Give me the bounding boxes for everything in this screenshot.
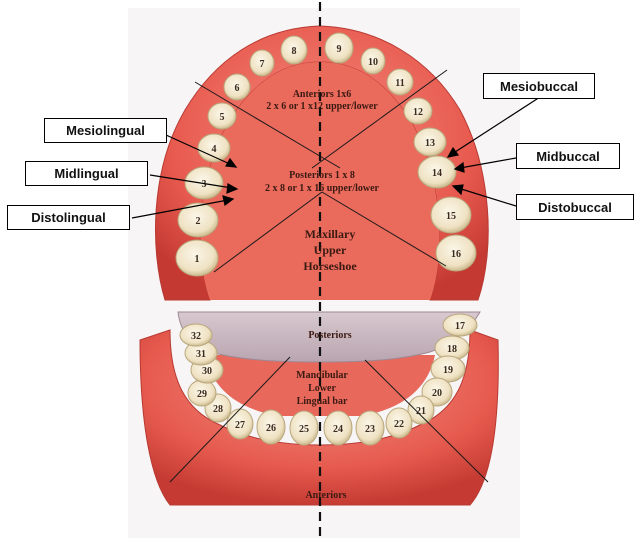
posteriors-upper-line1: Posteriors 1 x 8 [289,170,355,181]
tooth-29: 29 [188,380,216,406]
tooth-8: 8 [281,36,307,64]
tooth-12: 12 [404,98,432,124]
tooth-number: 9 [337,44,342,55]
tooth-number: 12 [413,107,423,118]
tooth-24: 24 [324,411,352,445]
tooth-number: 29 [197,389,207,400]
tooth-number: 20 [432,388,442,399]
tooth-number: 16 [451,249,461,260]
tooth-1: 1 [176,240,218,276]
tooth-number: 22 [394,419,404,430]
midbuccal-callout: Midbuccal [516,143,620,169]
tooth-number: 30 [202,366,212,377]
tooth-number: 6 [235,83,240,94]
tooth-number: 4 [212,144,217,155]
lingual-bar-label: Lingual bar [297,396,348,407]
tooth-5: 5 [208,103,236,129]
tooth-number: 23 [365,424,375,435]
mesiobuccal-callout: Mesiobuccal [483,73,595,99]
anteriors-upper-line2: 2 x 6 or 1 x12 upper/lower [266,101,378,112]
posteriors-lower-label: Posteriors [308,330,351,341]
anteriors-lower-label: Anteriors [305,490,346,501]
tooth-number: 19 [443,365,453,376]
tooth-number: 5 [220,112,225,123]
tooth-15: 15 [431,197,471,233]
tooth-number: 1 [195,254,200,265]
tooth-number: 10 [368,57,378,68]
mandibular-label: Mandibular [296,370,348,381]
posteriors-upper-line2: 2 x 8 or 1 x 16 upper/lower [265,183,380,194]
tooth-number: 18 [447,344,457,355]
tooth-number: 25 [299,424,309,435]
distolingual-callout: Distolingual [7,205,130,230]
tooth-number: 24 [333,424,343,435]
tooth-number: 28 [213,404,223,415]
tooth-number: 7 [260,59,265,70]
tooth-6: 6 [224,74,250,100]
tooth-11: 11 [387,69,413,95]
tooth-number: 8 [292,46,297,57]
upper-label: Upper [314,243,347,257]
tooth-17: 17 [443,314,477,336]
tooth-number: 14 [432,168,442,179]
horseshoe-label: Horseshoe [303,259,357,273]
tooth-4: 4 [198,134,230,162]
tooth-number: 27 [235,420,245,431]
tooth-27: 27 [227,409,253,439]
tooth-number: 2 [196,216,201,227]
mesiolingual-callout: Mesiolingual [44,118,167,143]
tooth-22: 22 [386,408,412,438]
tooth-25: 25 [290,411,318,445]
tooth-number: 15 [446,211,456,222]
tooth-number: 3 [202,179,207,190]
tooth-number: 26 [266,423,276,434]
tooth-9: 9 [325,33,353,63]
tooth-16: 16 [436,235,476,271]
tooth-number: 13 [425,138,435,149]
tooth-7: 7 [250,50,274,76]
tooth-number: 32 [191,331,201,342]
tooth-14: 14 [418,156,456,188]
midlingual-callout: Midlingual [25,161,148,186]
anteriors-upper-line1: Anteriors 1x6 [293,89,352,100]
maxillary-label: Maxillary [305,227,356,241]
tooth-26: 26 [257,410,285,444]
tooth-32: 32 [180,324,212,346]
tooth-number: 11 [395,78,404,89]
distobuccal-callout: Distobuccal [516,194,634,220]
tooth-10: 10 [361,48,385,74]
lower-label: Lower [308,383,336,394]
tooth-23: 23 [356,411,384,445]
tooth-number: 31 [196,349,206,360]
tooth-number: 17 [455,321,465,332]
tooth-13: 13 [414,128,446,156]
